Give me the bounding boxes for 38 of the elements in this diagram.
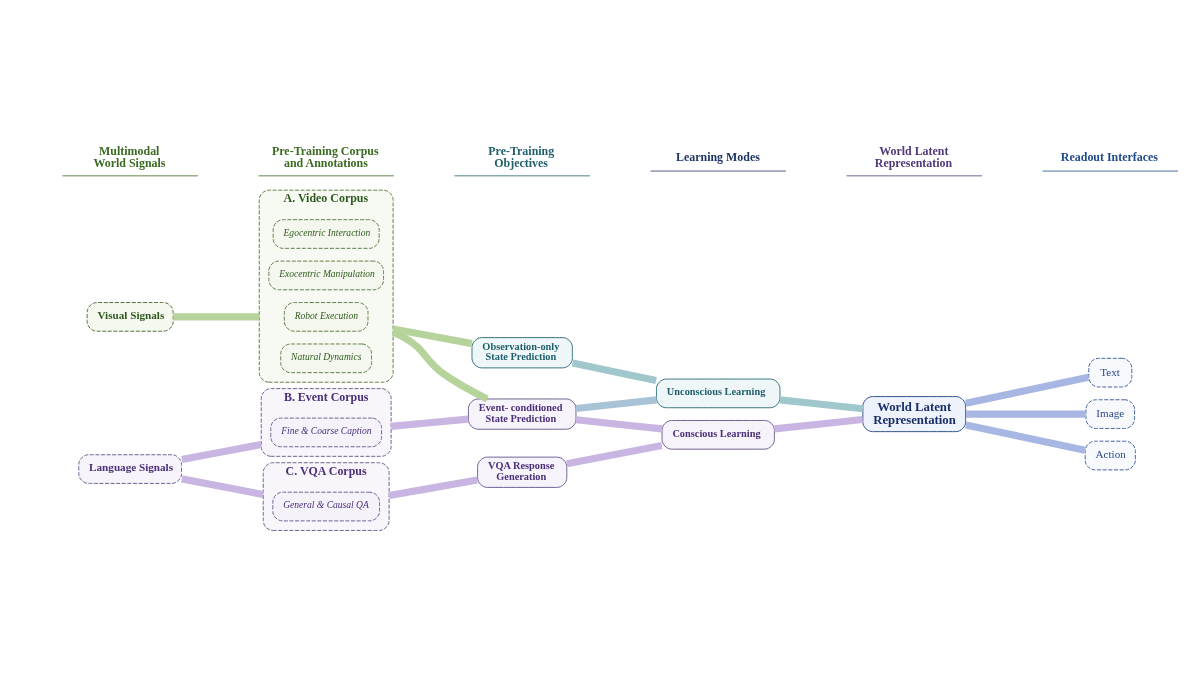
connector [965,410,1086,418]
connector [181,474,264,498]
node-box: Conscious Learning [661,419,775,450]
node-box: Image [1085,398,1136,429]
connector [575,415,663,432]
node-box: General & Causal QA [272,491,381,521]
node-box: Fine & Coarse Caption [270,417,383,447]
connector [173,312,260,320]
label: Multimodal World Signals [93,143,166,170]
connector [965,373,1090,407]
node-box: Language Signals [78,453,183,484]
node-box: VQA Response Generation [477,456,568,488]
label: World Latent Representation [874,143,953,170]
label: Pre-Training Corpus and Annotations [271,143,379,170]
node-box: Exocentric Manipulation [268,260,385,290]
node-box: Unconscious Learning [656,378,781,408]
connector [965,420,1086,454]
node-box: Event- conditioned State Prediction [467,397,577,430]
node-box: Robot Execution [283,301,369,332]
connector [575,395,657,412]
label: Pre-Training Objectives [488,143,555,170]
connector [181,440,262,463]
connector [774,415,863,432]
node-box: Egocentric Interaction [272,218,380,249]
connector [388,476,478,499]
node-box: World Latent Representation [862,395,967,432]
node-box: Observation-only State Prediction [471,336,573,368]
connector [779,395,864,412]
node-box: Natural Dynamics [280,343,373,373]
connector [390,415,469,430]
connector [392,325,473,347]
label: Readout Interfaces [1060,149,1158,164]
connector [571,359,657,384]
label: Learning Modes [675,149,760,164]
connector [566,441,663,467]
node-box: Visual Signals [86,301,174,332]
node-box: Action [1084,440,1136,470]
node-box: Text [1088,357,1133,387]
